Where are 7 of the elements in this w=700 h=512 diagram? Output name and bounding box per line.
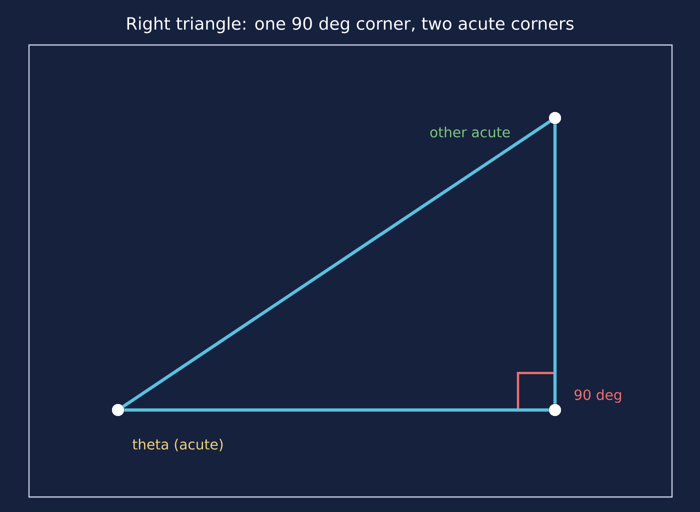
- vertex-label: 90 deg: [574, 389, 622, 403]
- triangle-side: [122, 120, 551, 408]
- title: Right triangle: one 90 deg corner, two acute corners: [127, 16, 574, 34]
- triangle-side: [124, 408, 549, 412]
- triangle-side: [553, 124, 557, 404]
- vertex-label: theta (acute): [132, 438, 223, 452]
- vertex-label: other acute: [430, 126, 510, 138]
